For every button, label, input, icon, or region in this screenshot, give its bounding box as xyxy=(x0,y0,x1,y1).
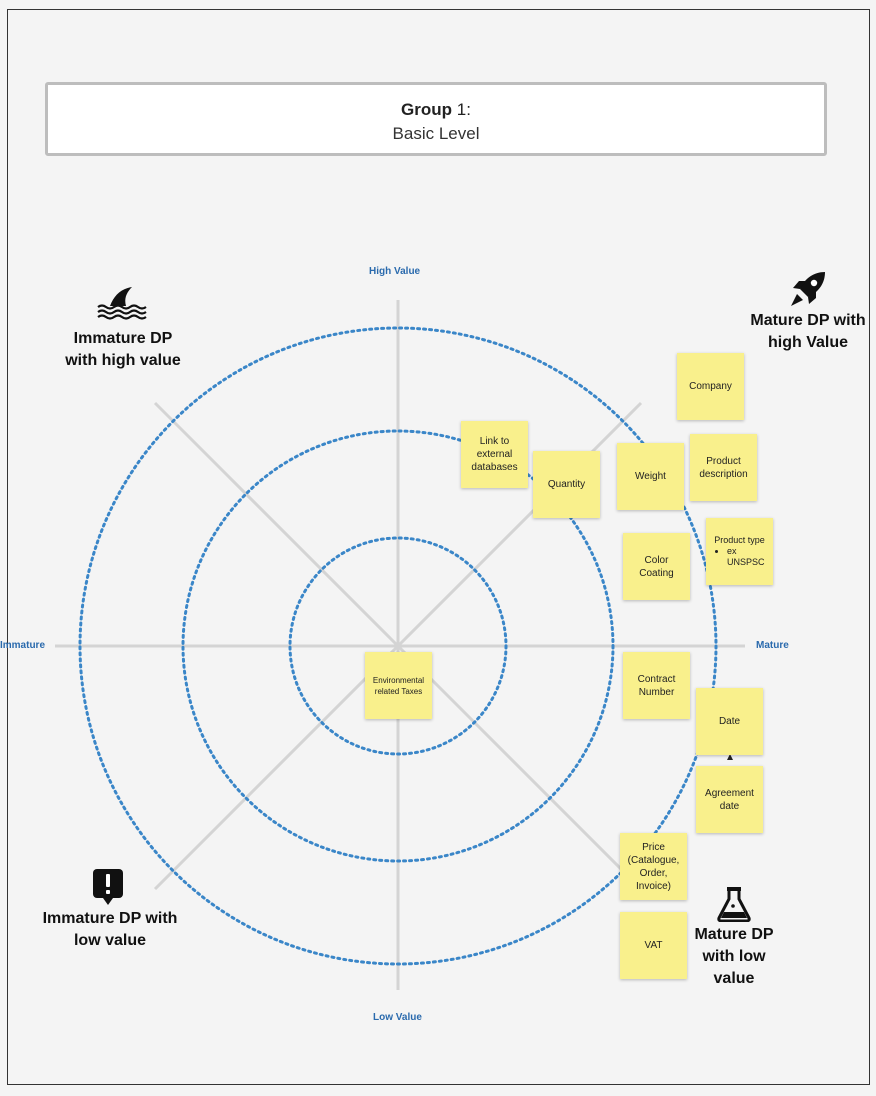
shark-fin-icon xyxy=(97,287,147,320)
sticky-note-text: Weight xyxy=(635,471,666,482)
diagonal-line-se xyxy=(396,644,643,891)
sticky-note-text: Product type xyxy=(714,535,765,545)
sticky-note-text: Link to external databases xyxy=(471,436,518,473)
sticky-note-date[interactable]: Date xyxy=(696,688,763,755)
sticky-note-contract-number[interactable]: Contract Number xyxy=(623,652,690,719)
sticky-note-text: Environmental related Taxes xyxy=(372,675,425,696)
sticky-note-list: Product type ex UNSPSC xyxy=(709,535,770,568)
quadrant-label-bottom-left: Immature DP with low value xyxy=(42,910,178,949)
sticky-note-link-external-databases[interactable]: Link to external databases xyxy=(461,421,528,488)
sticky-note-product-description[interactable]: Product description xyxy=(690,434,757,501)
axis-label-bottom: Low Value xyxy=(373,1012,422,1023)
ring-inner xyxy=(288,536,508,756)
title-group: Group 1: xyxy=(48,100,824,120)
ring-middle xyxy=(181,429,615,863)
sticky-note-text: Agreement date xyxy=(705,787,754,812)
axis-label-top: High Value xyxy=(369,266,421,277)
sticky-note-text: Product description xyxy=(699,455,748,480)
sticky-note-weight[interactable]: Weight xyxy=(617,443,684,510)
diagonal-line-nw xyxy=(153,401,400,648)
diagonal-line-sw xyxy=(153,644,400,891)
rings xyxy=(78,326,718,966)
sticky-note-agreement-date[interactable]: Agreement date xyxy=(696,766,763,833)
exclamation-bubble-icon xyxy=(93,869,123,905)
sticky-note-product-type[interactable]: Product type ex UNSPSC xyxy=(706,518,773,585)
sticky-note-text: VAT xyxy=(644,940,663,951)
ring-outer xyxy=(78,326,718,966)
sticky-note-text: Color Coating xyxy=(639,554,674,579)
sticky-note-text: Quantity xyxy=(547,479,586,490)
sticky-note-bullets: ex UNSPSC xyxy=(709,546,770,568)
sticky-note-text: Price (Catalogue, Order, Invoice) xyxy=(627,841,680,892)
flask-icon xyxy=(717,887,751,922)
title-group-number: 1: xyxy=(452,100,471,119)
quadrant-label-top-right: Mature DP with high Value xyxy=(750,312,866,351)
sticky-note-color-coating[interactable]: Color Coating xyxy=(623,533,690,600)
diagonal-line-ne xyxy=(396,401,643,648)
title-subtitle: Basic Level xyxy=(392,124,480,143)
sticky-note-environmental-taxes[interactable]: Environmental related Taxes xyxy=(365,652,432,719)
axis-label-right: Mature xyxy=(756,640,789,651)
small-arrow-marker xyxy=(727,754,733,760)
quadrant-label-bottom-right: Mature DP with low value xyxy=(694,926,774,987)
sticky-note-quantity[interactable]: Quantity xyxy=(533,451,600,518)
title-group-bold: Group xyxy=(401,100,453,119)
rocket-icon xyxy=(791,272,825,306)
sticky-note-price[interactable]: Price (Catalogue, Order, Invoice) xyxy=(620,833,687,900)
sticky-note-text: Date xyxy=(718,716,741,727)
quadrant-label-top-left: Immature DP with high value xyxy=(65,330,181,369)
sticky-note-bullet: ex UNSPSC xyxy=(727,546,770,568)
sticky-note-vat[interactable]: VAT xyxy=(620,912,687,979)
sticky-note-text: Company xyxy=(689,381,732,392)
axis-lines xyxy=(55,300,745,990)
axis-label-left: Immature xyxy=(0,640,46,651)
sticky-note-text: Contract Number xyxy=(637,673,676,698)
sticky-note-company[interactable]: Company xyxy=(677,353,744,420)
title-box: Group 1: Basic Level xyxy=(45,82,827,156)
